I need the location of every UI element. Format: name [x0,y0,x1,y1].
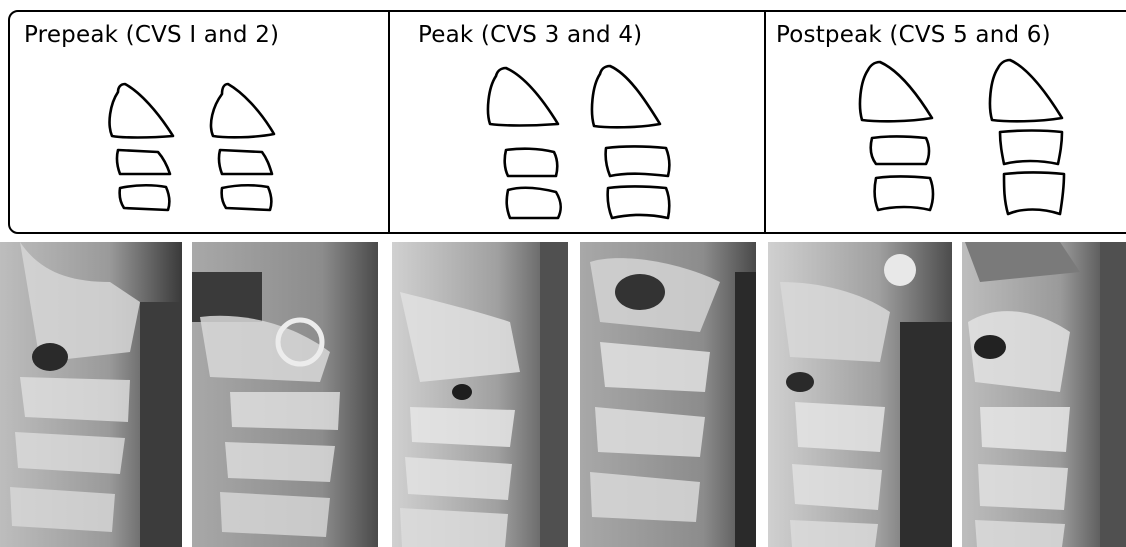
prepeak-c4-right [222,185,272,210]
postpeak-c2-right [990,60,1062,121]
peak-c2-left [488,68,558,126]
radiograph-cvs4 [580,242,756,547]
postpeak-c2-left [860,62,932,121]
peak-c4-left [507,188,561,218]
peak-vertebrae [488,66,669,218]
prepeak-vertebrae [110,84,274,210]
radiograph-cvs3 [392,242,568,547]
postpeak-c3-left [871,137,929,165]
prepeak-c2-right [211,84,274,137]
radiographs [0,242,1126,547]
vertebrae-sketches [10,12,1126,236]
prepeak-c2-left [110,84,173,138]
postpeak-vertebrae [860,60,1064,214]
radiograph-cvs5 [768,242,952,547]
peak-c4-right [608,187,670,219]
cvs-diagram-panel: Prepeak (CVS I and 2) Peak (CVS 3 and 4)… [8,10,1126,234]
prepeak-c3-left [117,150,170,174]
radiograph-cvs6 [962,242,1126,547]
peak-c2-right [592,66,660,127]
radiograph-row [0,242,1126,547]
postpeak-c3-right [1000,131,1062,165]
peak-c3-right [606,147,670,177]
postpeak-c4-left [875,177,933,211]
radiograph-cvs1 [0,242,182,547]
prepeak-c4-left [120,185,170,210]
prepeak-c3-right [219,150,272,174]
radiograph-cvs2 [192,242,378,547]
postpeak-c4-right [1004,173,1064,215]
peak-c3-left [505,149,558,176]
